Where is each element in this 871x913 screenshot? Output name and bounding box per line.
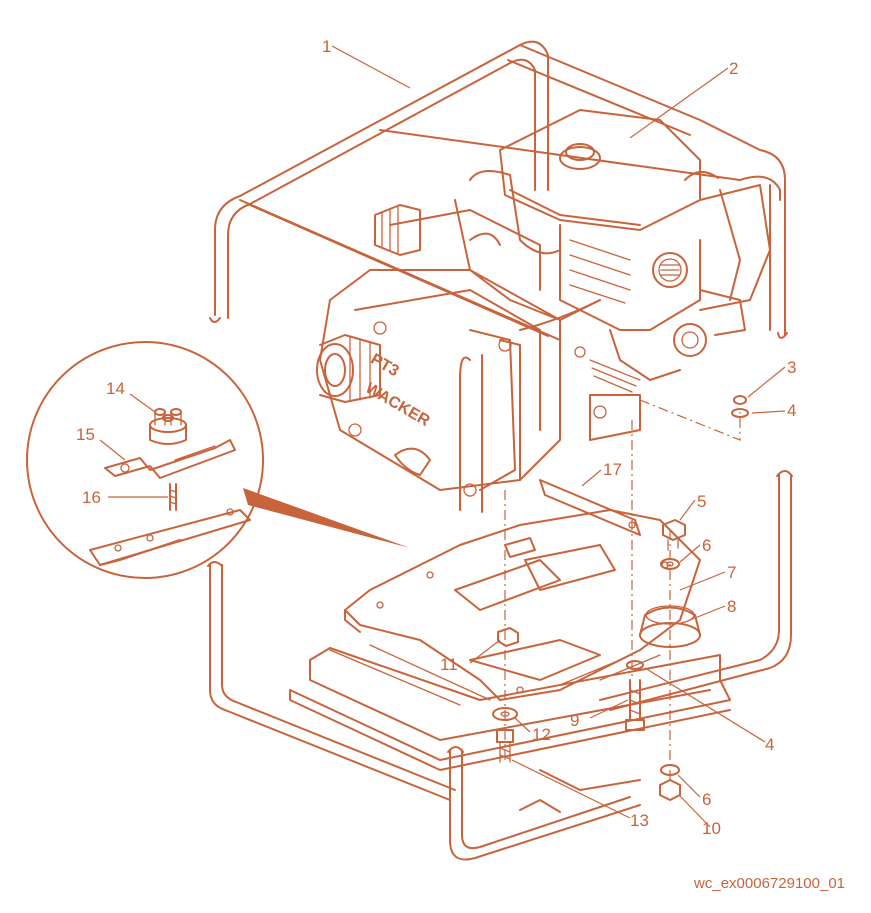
callout-9: 9	[570, 711, 579, 730]
engine	[454, 109, 771, 441]
pump-model-marking: PT3	[368, 351, 402, 380]
tie-bar	[539, 479, 641, 536]
callout-14: 14	[106, 379, 125, 398]
detail-view	[26, 341, 410, 579]
callout-15: 15	[76, 425, 95, 444]
pump-housing: PT3 WACKER	[316, 204, 586, 497]
pump-brand-marking: WACKER	[362, 380, 432, 430]
assembly-center-lines	[504, 399, 741, 780]
document-id: wc_ex0006729100_01	[693, 875, 845, 892]
upper-base-plate	[344, 509, 701, 701]
callout-4-lower: 4	[765, 735, 774, 754]
callout-6-upper: 6	[702, 536, 711, 555]
callout-4-upper: 4	[787, 401, 796, 420]
callout-7: 7	[727, 563, 736, 582]
callout-8: 8	[727, 597, 736, 616]
callout-13: 13	[630, 811, 649, 830]
callout-17: 17	[603, 460, 622, 479]
callout-12: 12	[532, 725, 551, 744]
callout-16: 16	[82, 488, 101, 507]
callout-3: 3	[787, 358, 796, 377]
callout-11: 11	[440, 655, 458, 674]
callout-6-lower: 6	[702, 790, 711, 809]
callout-5: 5	[697, 492, 706, 511]
frame-tube-assembly	[207, 40, 793, 861]
detail-pointer-wedge	[243, 488, 410, 548]
lower-skid	[289, 644, 731, 813]
callout-2: 2	[729, 59, 738, 78]
diagram-linework: PT3 WACKER	[26, 37, 845, 892]
callout-10: 10	[702, 819, 721, 838]
callout-leader-lines	[99, 45, 786, 828]
callout-labels: 1 2 3 4 5 6 7 8 4 9 11 12 13 6 10 14 15 …	[76, 37, 796, 838]
callout-1: 1	[322, 37, 331, 56]
